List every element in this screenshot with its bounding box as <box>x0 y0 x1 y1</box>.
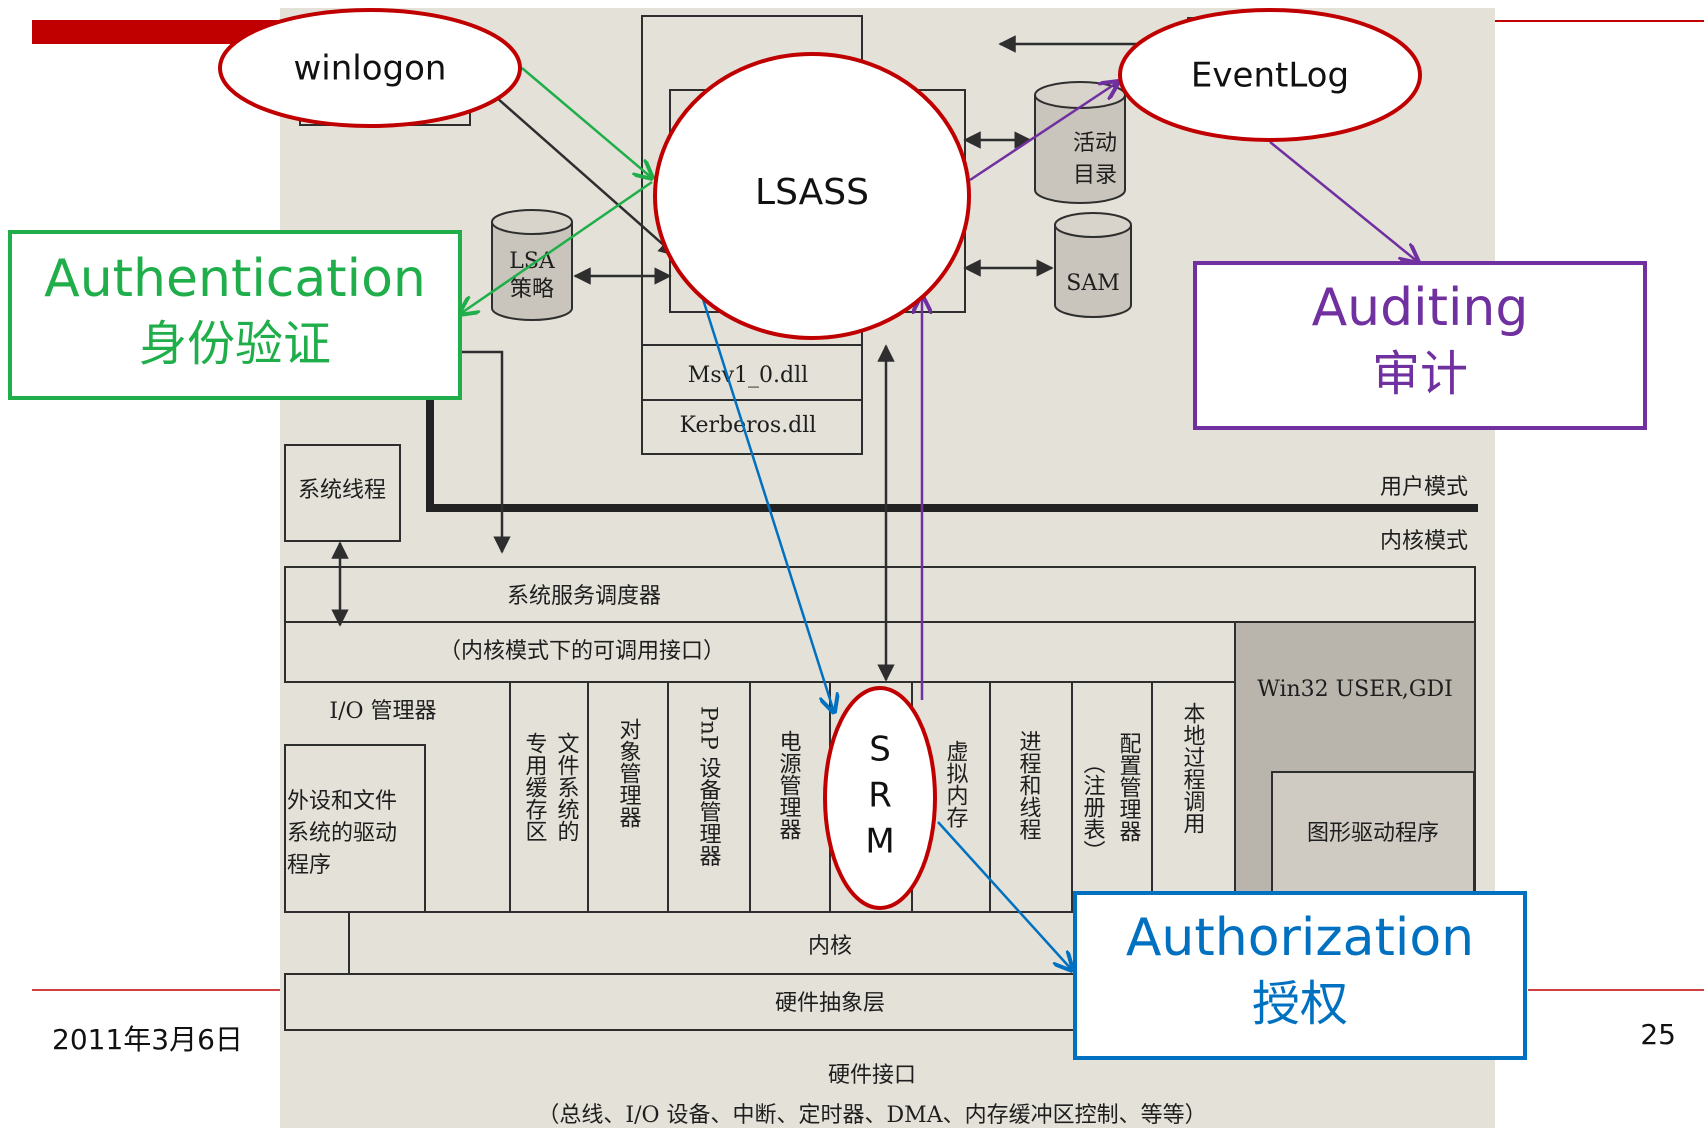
authorization-zh-label: 授权 <box>1252 976 1348 1032</box>
drivers-label: 程序 <box>287 853 331 878</box>
winlogon-oval: winlogon <box>220 10 520 126</box>
srm-letter: R <box>868 776 892 816</box>
user-mode-label: 用户模式 <box>1380 475 1468 500</box>
kernel-label: 内核 <box>808 934 852 959</box>
kerberos-label: Kerberos.dll <box>680 413 817 438</box>
callable-interfaces-label: （内核模式下的可调用接口） <box>439 639 725 664</box>
win32-label: Win32 USER,GDI <box>1257 677 1453 702</box>
sam-label: SAM <box>1066 271 1120 296</box>
lsa-policy-label: 策略 <box>510 277 554 302</box>
graphics-drivers-label: 图形驱动程序 <box>1307 821 1439 846</box>
hw-detail-label: （总线、I/O 设备、中断、定时器、DMA、内存缓冲区控制、等等） <box>537 1103 1206 1128</box>
pnp-manager-label: PnP 设备管理器 <box>696 706 722 867</box>
process-thread-label: 进程和线程 <box>1016 730 1042 840</box>
fs-cache-label: 文件系统的 <box>554 732 580 842</box>
kernel-mode-label: 内核模式 <box>1380 529 1468 554</box>
authentication-zh-label: 身份验证 <box>139 316 331 372</box>
config-manager-label: 配置管理器 <box>1116 732 1142 842</box>
dispatcher-label: 系统服务调度器 <box>507 584 661 609</box>
authorization-box: Authorization 授权 <box>1075 893 1525 1058</box>
authorization-label: Authorization <box>1126 908 1474 968</box>
lpc-label: 本地过程调用 <box>1180 702 1206 834</box>
config-manager-label: （注册表） <box>1080 752 1106 862</box>
active-directory-label: 目录 <box>1073 163 1117 188</box>
msv-label: Msv1_0.dll <box>688 363 808 388</box>
eventlog-label: EventLog <box>1191 56 1349 96</box>
active-directory-label: 活动 <box>1073 131 1117 156</box>
power-manager-label: 电源管理器 <box>776 730 802 840</box>
lsass-circle: LSASS <box>655 54 969 338</box>
drivers-label: 外设和文件 <box>287 789 397 814</box>
drivers-label: 系统的驱动 <box>287 821 397 846</box>
authentication-box: Authentication 身份验证 <box>10 232 460 398</box>
footer-date: 2011年3月6日 <box>52 1018 243 1058</box>
srm-letter: S <box>869 730 891 770</box>
srm-oval: S R M <box>825 688 935 908</box>
hw-interfaces-label: 硬件接口 <box>828 1063 916 1088</box>
auditing-zh-label: 审计 <box>1372 346 1468 402</box>
fs-cache-label: 专用缓存区 <box>522 732 548 842</box>
object-manager-label: 对象管理器 <box>616 718 642 828</box>
winlogon-label: winlogon <box>294 49 447 89</box>
virtual-memory-label: 虚拟内存 <box>943 740 969 828</box>
auditing-box: Auditing 审计 <box>1195 263 1645 428</box>
eventlog-oval: EventLog <box>1120 10 1420 140</box>
auditing-label: Auditing <box>1312 278 1529 338</box>
lsass-label: LSASS <box>755 172 869 213</box>
hal-label: 硬件抽象层 <box>775 991 885 1016</box>
page-number: 25 <box>1640 1018 1676 1051</box>
authentication-label: Authentication <box>44 249 426 309</box>
io-manager-label: I/O 管理器 <box>329 699 436 724</box>
srm-letter: M <box>865 822 894 862</box>
system-threads-label: 系统线程 <box>298 478 386 503</box>
sam-db <box>1055 213 1131 317</box>
